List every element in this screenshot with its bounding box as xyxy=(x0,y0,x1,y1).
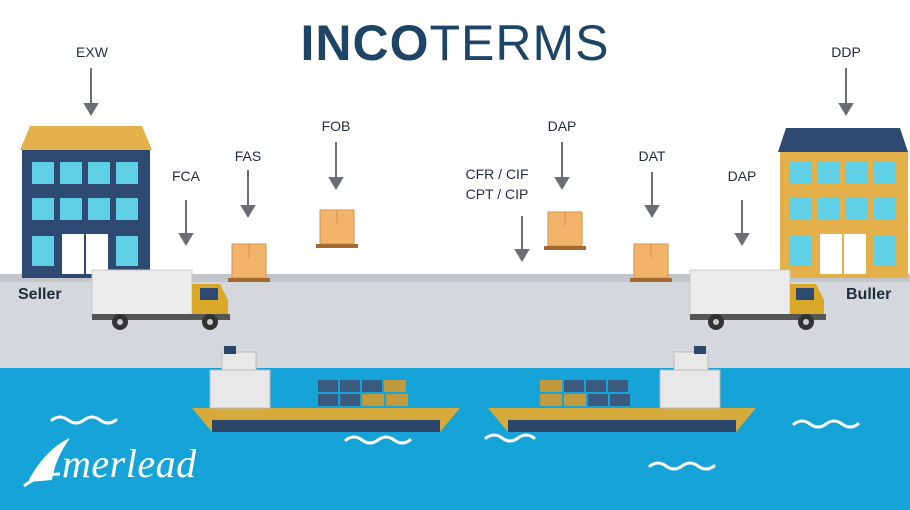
cargo-box-dat xyxy=(630,243,672,282)
seller-building xyxy=(20,126,152,278)
buyer-building xyxy=(778,128,908,278)
term-cpt-cip: CPT / CIP xyxy=(465,186,529,202)
term-exw: EXW xyxy=(76,44,108,60)
term-dat: DAT xyxy=(638,148,666,164)
sea xyxy=(0,368,910,510)
merlead-logo-text: merlead xyxy=(62,441,197,486)
dock-edge xyxy=(0,274,910,282)
cargo-box-dap-center xyxy=(544,211,586,250)
cargo-box-fas xyxy=(228,243,270,282)
merlead-logo-icon xyxy=(23,438,70,488)
right-ship xyxy=(488,346,756,432)
term-dap-center: DAP xyxy=(547,118,577,134)
term-cfr-cif: CFR / CIF xyxy=(465,166,529,182)
waves xyxy=(50,415,860,471)
left-ship xyxy=(192,346,460,432)
buyer-label: Buller xyxy=(846,286,892,303)
page-title: INCOTERMS xyxy=(0,14,910,72)
term-fas: FAS xyxy=(234,148,262,164)
term-fca: FCA xyxy=(172,168,200,184)
title-bold: INCO xyxy=(300,15,430,71)
left-truck xyxy=(91,269,230,330)
cargo-box-fob xyxy=(316,209,358,248)
term-fob: FOB xyxy=(321,118,351,134)
title-light: TERMS xyxy=(429,15,610,71)
arrows xyxy=(83,68,854,262)
right-truck xyxy=(689,269,826,330)
term-ddp: DDP xyxy=(831,44,861,60)
seller-label: Seller xyxy=(18,286,62,303)
term-dap-right: DAP xyxy=(727,168,757,184)
